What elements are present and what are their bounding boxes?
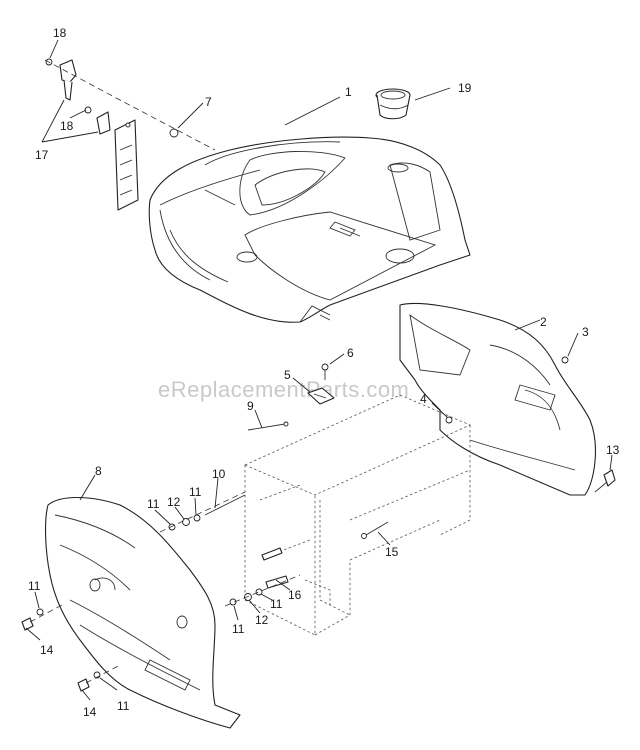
callout-2: 2 — [540, 315, 547, 329]
callout-7: 7 — [205, 95, 212, 109]
callout-17: 17 — [35, 148, 49, 162]
part-9-rod — [247, 421, 289, 431]
part-16-spacer — [261, 547, 283, 561]
callout-18-mid: 18 — [60, 119, 74, 133]
part-10-shaft — [204, 494, 246, 516]
callout-11-lower-right: 11 — [270, 597, 283, 611]
part-1-fender-body — [148, 136, 471, 323]
callout-18-top: 18 — [53, 26, 67, 40]
part-6-screw — [321, 363, 329, 380]
part-4-washer — [445, 416, 453, 424]
callout-6: 6 — [347, 346, 354, 360]
part-7-washer — [169, 128, 179, 138]
callout-11-upper-right: 11 — [189, 485, 202, 499]
callout-11-bottom: 11 — [117, 699, 130, 713]
callout-5: 5 — [284, 368, 291, 382]
callout-11-lower: 11 — [232, 622, 245, 636]
callout-15: 15 — [385, 545, 399, 559]
callout-10: 10 — [212, 467, 226, 481]
watermark: eReplacementParts.com — [158, 377, 409, 402]
callout-14-left: 14 — [40, 643, 54, 657]
callout-12-upper: 12 — [167, 495, 181, 509]
callout-8: 8 — [95, 464, 102, 478]
part-2-right-panel — [399, 302, 596, 496]
assembly-line-bracket — [44, 59, 216, 151]
hardware-stack-lower — [224, 574, 301, 607]
callout-14-bottom: 14 — [83, 705, 97, 719]
callout-4: 4 — [420, 392, 427, 406]
part-3-screw — [561, 356, 569, 364]
chassis-frame — [244, 394, 471, 636]
callout-labels: 1 2 3 4 5 6 7 8 9 10 11 11 11 11 11 11 1… — [28, 26, 620, 719]
callout-9: 9 — [247, 399, 254, 413]
callout-13: 13 — [606, 443, 620, 457]
callout-1: 1 — [345, 85, 352, 99]
part-19-filler-neck — [375, 88, 411, 120]
callout-12-lower: 12 — [255, 613, 269, 627]
part-14-bolt-upper — [21, 604, 63, 631]
callout-11-upper-left: 11 — [147, 497, 160, 511]
callout-3: 3 — [582, 325, 589, 339]
callout-19: 19 — [458, 81, 472, 95]
part-14-bolt-lower — [77, 664, 121, 692]
part-13-bolt — [594, 469, 616, 493]
callout-16: 16 — [288, 588, 302, 602]
part-15-bolt — [361, 521, 389, 539]
hardware-stack-upper — [159, 491, 246, 533]
leader-lines — [25, 39, 613, 701]
part-17-bracket-assembly — [45, 58, 139, 211]
part-5-bracket — [307, 387, 335, 405]
part-8-left-panel — [44, 497, 241, 729]
callout-11-left: 11 — [28, 579, 41, 593]
